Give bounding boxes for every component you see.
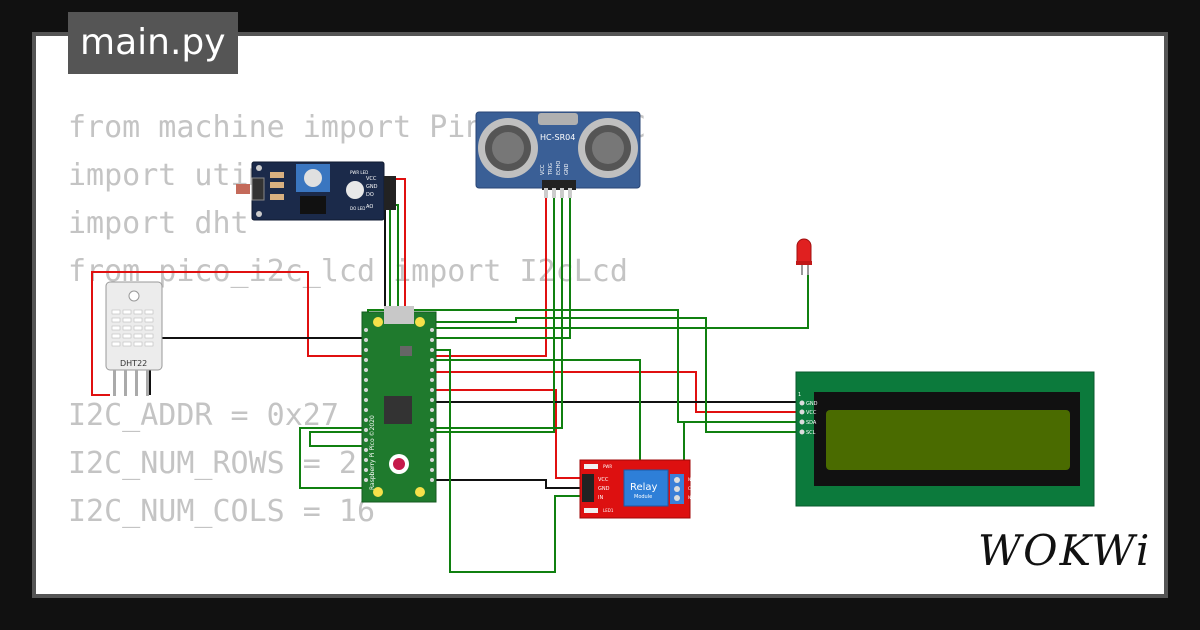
ultrasonic-pin-label: ECHO [556, 161, 562, 175]
wire-green[interactable] [432, 317, 800, 433]
wire-green[interactable] [395, 204, 399, 318]
lcd-pin-label: VCC [806, 410, 817, 416]
lcd-display[interactable]: 1 GND VCC SDA SCL [795, 371, 1095, 507]
relay-label: PWR [603, 464, 612, 469]
relay-terminal-label: NC [688, 477, 694, 482]
relay-pin-label: GND [598, 486, 610, 492]
usb-port [384, 306, 414, 324]
file-tab[interactable]: main.py [68, 12, 238, 74]
relay-pin-label: VCC [598, 477, 609, 483]
wokwi-logo: WOKWi [978, 526, 1152, 575]
relay-terminal-label: COM [688, 486, 698, 491]
wire-red[interactable] [91, 271, 362, 396]
wires [91, 178, 809, 573]
ldr-pin-label: DO [366, 192, 374, 198]
wire-green[interactable] [432, 190, 571, 339]
wire-red[interactable] [395, 178, 406, 355]
relay-terminal-label: NO [688, 495, 694, 500]
wire-green[interactable] [299, 190, 563, 489]
wire-green[interactable] [389, 192, 395, 318]
wire-green[interactable] [309, 190, 555, 447]
code-line: I2C_NUM_COLS = 16 [68, 494, 376, 529]
dht22-sensor[interactable]: DHT22 [105, 281, 163, 396]
wire-green[interactable] [432, 265, 809, 329]
relay-title: Relay [630, 482, 658, 493]
lcd-pin-label: SDA [806, 420, 817, 426]
lcd-pin-label: SCL [806, 430, 816, 436]
relay-label: LED1 [603, 508, 614, 513]
ultrasonic-pin-label: TRIG [548, 163, 554, 176]
ultrasonic-pin-label: VCC [540, 164, 546, 175]
wire-red[interactable] [432, 389, 594, 479]
ultrasonic-model-label: HC-SR04 [540, 133, 575, 142]
code-line: i2c = I2C(0, sda=Pin(0), scl=Pin(1), fre… [68, 584, 953, 594]
raspberry-pi-pico[interactable]: Raspberry Pi Pico ©2020 [361, 306, 437, 503]
lcd-screen [826, 410, 1070, 470]
relay-pin-label: IN [598, 495, 603, 501]
ldr-pin-label: AO [366, 204, 373, 210]
code-line: import dht [68, 206, 249, 241]
wire-red[interactable] [432, 371, 800, 413]
ldr-pin-label: VCC [366, 176, 377, 182]
ultrasonic-sensor[interactable]: HC-SR04 VCC TRIG ECHO GND [475, 111, 641, 198]
code-line: I2C_NUM_ROWS = 2 [68, 446, 357, 481]
lcd-pin-label: GND [806, 401, 818, 407]
ldr-label: PWR LED [350, 170, 368, 175]
red-led[interactable] [796, 238, 812, 275]
wire-green[interactable] [432, 349, 594, 573]
wire-black[interactable] [432, 479, 594, 489]
ldr-sensor-module[interactable]: PWR LED DO LED VCC GND DO AO [236, 161, 396, 221]
pico-board-label: Raspberry Pi Pico ©2020 [369, 415, 376, 490]
code-line: I2C_ADDR = 0x27 [68, 398, 339, 433]
lcd-pin1-label: 1 [798, 392, 801, 398]
dht-model-label: DHT22 [120, 359, 147, 368]
ultrasonic-pin-label: GND [564, 163, 570, 175]
relay-subtitle: Module [634, 494, 652, 500]
wire-red[interactable] [432, 190, 547, 357]
relay-module[interactable]: Relay Module PWR LED1 VCC GND IN NC COM … [579, 459, 698, 519]
wire-black[interactable] [149, 337, 362, 395]
wire-green[interactable] [420, 359, 641, 500]
ldr-label: DO LED [350, 206, 365, 211]
ldr-pin-label: GND [366, 184, 378, 190]
